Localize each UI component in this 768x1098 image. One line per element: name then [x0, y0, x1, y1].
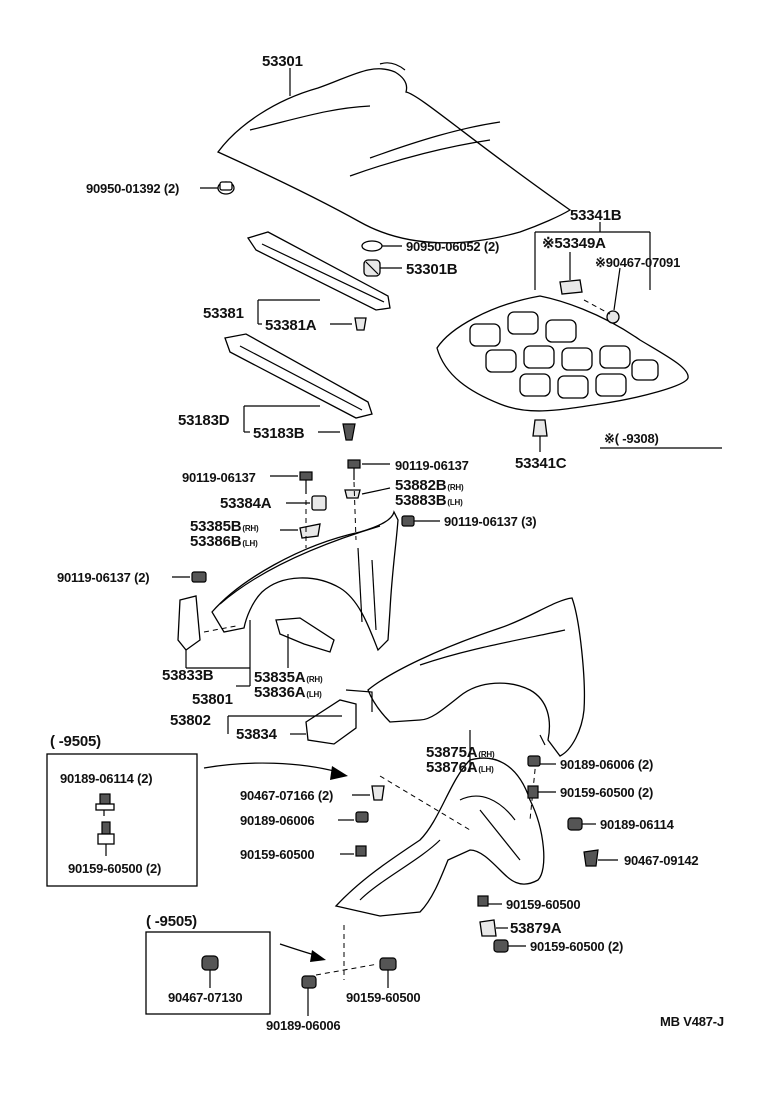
- screw-90159-60500: [340, 845, 367, 857]
- label-box2-range: ( -9505): [146, 913, 197, 930]
- label-90159-60500-d: 90159-60500: [506, 897, 581, 912]
- panel-53381: [246, 231, 391, 325]
- label-53183B: 53183B: [253, 425, 305, 442]
- seal-90950-06052: [361, 240, 402, 252]
- clip-53183B: [318, 423, 356, 441]
- label-53836A: 53836A(LH): [254, 684, 322, 701]
- label-53879A: 53879A: [510, 920, 562, 937]
- label-53833B: 53833B: [162, 667, 214, 684]
- label-53341C: 53341C: [515, 455, 567, 472]
- clip-90467-09142: [583, 849, 618, 867]
- label-90159-60500-2a: 90159-60500 (2): [68, 861, 162, 876]
- label-90189-06006-c: 90189-06006: [266, 1018, 341, 1033]
- label-90467-07091: ※90467-07091: [595, 255, 681, 270]
- label-90119-06137-b: 90119-06137: [395, 458, 469, 473]
- detail-box-2: [145, 931, 271, 1015]
- label-90189-06006-2: 90189-06006 (2): [560, 757, 654, 772]
- bolt-90119-06137-2: [172, 571, 207, 583]
- label-53882B: 53882B(RH): [395, 477, 464, 494]
- nut-90189-06114: [567, 817, 596, 831]
- label-90119-06137-a: 90119-06137: [182, 470, 256, 485]
- cushion-53301B: [363, 259, 402, 277]
- clip-53381A: [330, 317, 367, 331]
- seal-53882B: [344, 487, 391, 499]
- arrow-1: [203, 762, 348, 780]
- screw-90159-60500-2: [527, 785, 556, 799]
- liner-53875A: [334, 730, 545, 980]
- label-53834: 53834: [236, 726, 277, 743]
- label-note-range: ※( -9308): [604, 431, 659, 446]
- label-53876A: 53876A(LH): [426, 759, 494, 776]
- hood-cushion-90950-01392: [200, 181, 235, 195]
- label-90119-06137-3: 90119-06137 (3): [444, 514, 537, 529]
- label-90189-06006-b: 90189-06006: [240, 813, 315, 828]
- hood-53301: [216, 62, 572, 244]
- label-53385B: 53385B(RH): [190, 518, 259, 535]
- label-53801: 53801: [192, 691, 233, 708]
- seal-53385B: [280, 523, 321, 539]
- detail-box-1: [46, 753, 198, 887]
- nut-90189-06006-2: [527, 755, 556, 767]
- screw-90159-60500-3: [477, 895, 502, 907]
- label-90159-60500-2c: 90159-60500 (2): [530, 939, 624, 954]
- fender-53802: [367, 597, 586, 757]
- panel-53183D: [224, 333, 373, 433]
- label-53183D: 53183D: [178, 412, 230, 429]
- label-90119-06137-2: 90119-06137 (2): [57, 570, 150, 585]
- clip-53341C: [532, 419, 548, 452]
- nut-90189-06006-3: [301, 975, 317, 1016]
- footer-code: MB V487-J: [660, 1014, 724, 1029]
- label-53341B: 53341B: [570, 207, 622, 224]
- label-53381: 53381: [203, 305, 244, 322]
- bracket-53834: [227, 689, 373, 745]
- label-90159-60500-2b: 90159-60500 (2): [560, 785, 654, 800]
- bolt-90119-06137-a: [270, 471, 313, 494]
- bracket-53835A: [275, 617, 335, 668]
- nut-90189-06006: [338, 811, 369, 823]
- bolt-90119-06137-b: [347, 459, 390, 480]
- clip-90467-07166: [352, 785, 385, 801]
- label-53381A: 53381A: [265, 317, 317, 334]
- label-90189-06114: 90189-06114: [600, 817, 674, 832]
- label-90950-01392: 90950-01392 (2): [86, 181, 180, 196]
- clip-53879A: [479, 919, 508, 937]
- fender-53801: [211, 481, 399, 652]
- bolt-90119-06137-3: [401, 515, 440, 527]
- label-90950-06052: 90950-06052 (2): [406, 239, 500, 254]
- screw-90159-60500-5: [315, 957, 397, 988]
- label-53386B: 53386B(LH): [190, 533, 258, 550]
- label-90467-07166: 90467-07166 (2): [240, 788, 334, 803]
- label-90467-09142: 90467-09142: [624, 853, 699, 868]
- label-53883B: 53883B(LH): [395, 492, 463, 509]
- label-53301: 53301: [262, 53, 303, 70]
- label-53349A: ※53349A: [542, 235, 606, 252]
- label-53301B: 53301B: [406, 261, 458, 278]
- clip-53349A: [559, 252, 583, 295]
- label-90467-07130: 90467-07130: [168, 990, 243, 1005]
- label-53835A: 53835A(RH): [254, 669, 323, 686]
- label-box1-range: ( -9505): [50, 733, 101, 750]
- clip-90467-07091: [583, 267, 621, 324]
- arrow-2: [279, 943, 326, 962]
- label-53384A: 53384A: [220, 495, 272, 512]
- label-53875A: 53875A(RH): [426, 744, 495, 761]
- label-53802: 53802: [170, 712, 211, 729]
- label-90189-06114-2: 90189-06114 (2): [60, 771, 153, 786]
- insulator-53341B: [436, 222, 689, 412]
- label-90159-60500-c: 90159-60500: [240, 847, 315, 862]
- bracket-53833B: [177, 595, 251, 687]
- screw-90159-60500-4: [493, 939, 526, 953]
- label-90159-60500-e: 90159-60500: [346, 990, 421, 1005]
